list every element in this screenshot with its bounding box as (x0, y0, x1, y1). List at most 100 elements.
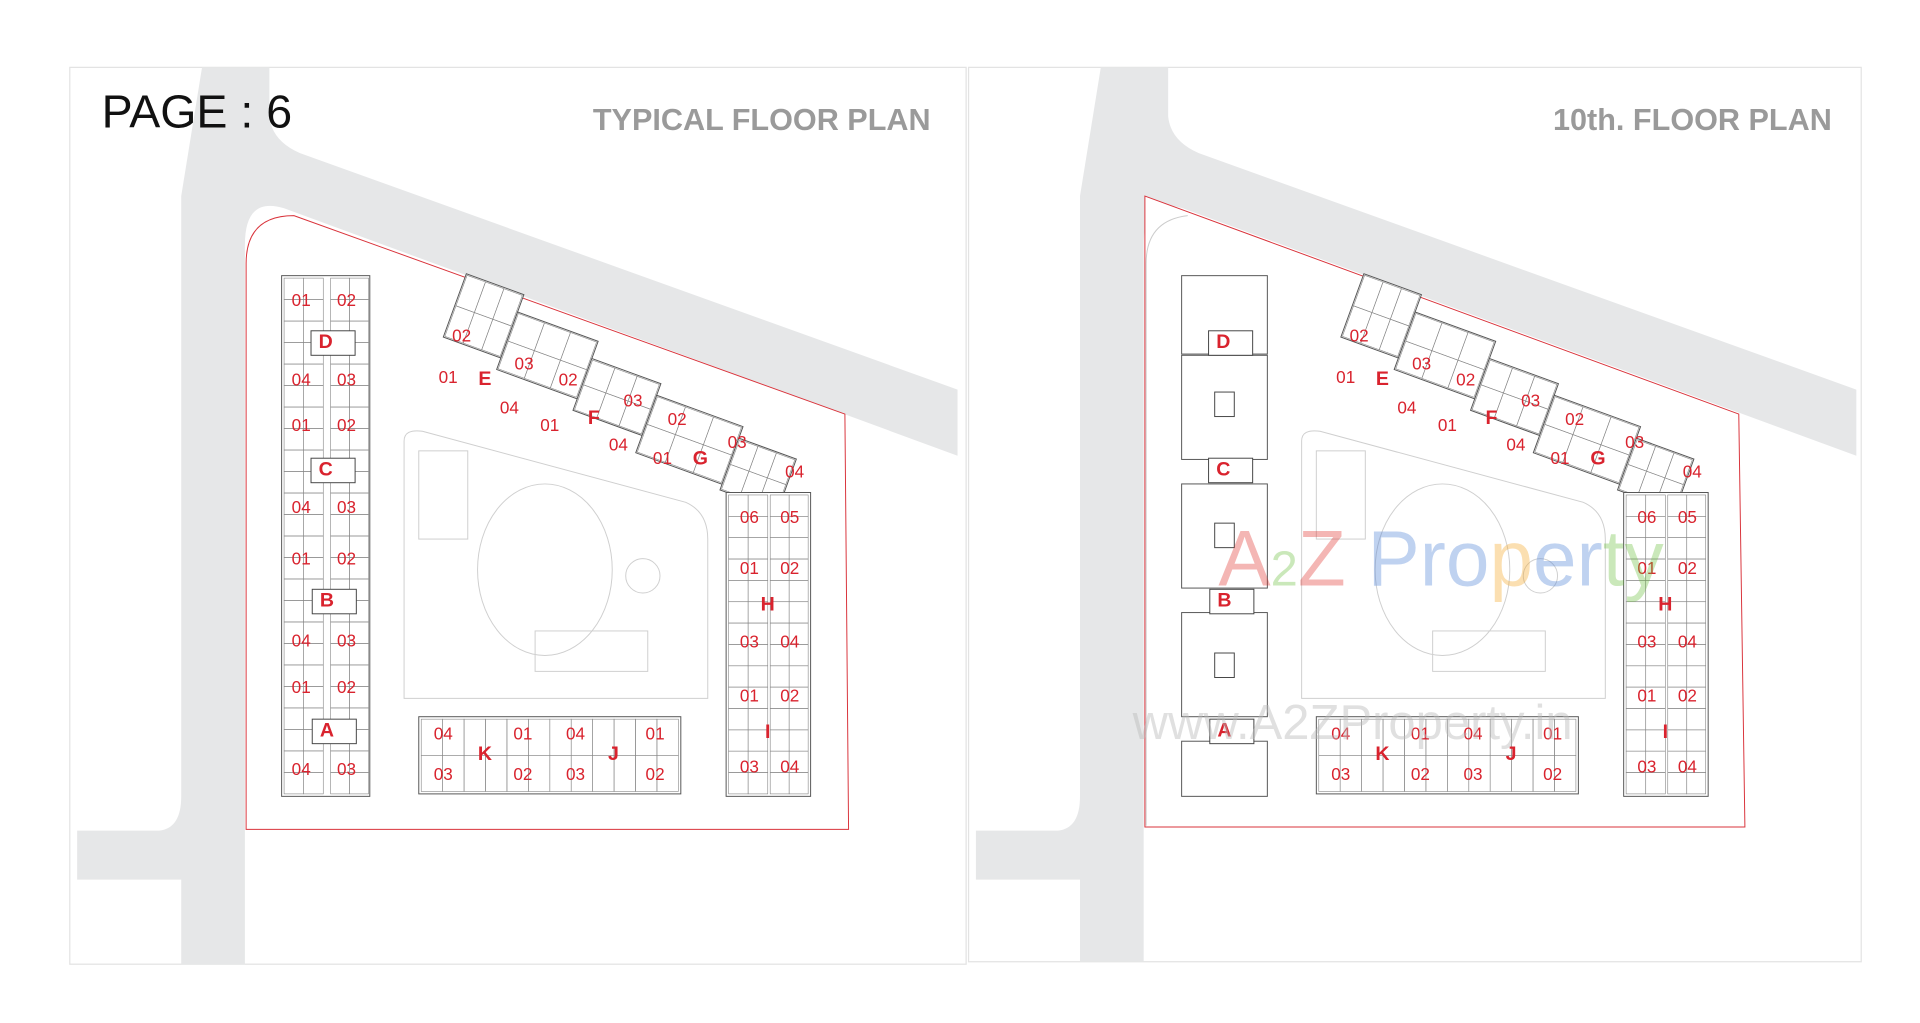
block-label: G (693, 448, 708, 470)
room (656, 754, 679, 792)
block-label: B (1217, 590, 1231, 612)
unit-label: 02 (1678, 686, 1697, 706)
unit-label: 04 (1464, 724, 1484, 744)
block-label: H (1658, 593, 1672, 615)
swimming-pool (1315, 450, 1366, 540)
unit-label: 01 (1411, 724, 1430, 744)
block-label: J (608, 743, 619, 765)
block-label: K (1375, 743, 1389, 765)
unit-label: 02 (1565, 409, 1584, 429)
unit-label: 03 (337, 370, 356, 390)
block-label: H (761, 593, 775, 615)
clubhouse (1432, 630, 1546, 672)
room (349, 772, 369, 795)
lift-core (1214, 652, 1235, 678)
block-label: E (478, 368, 491, 390)
unit-label: 01 (1637, 558, 1656, 578)
unit-label: 01 (1336, 367, 1355, 387)
unit-label: 02 (1350, 325, 1369, 345)
unit-label: 02 (337, 548, 356, 568)
unit-label: 04 (500, 398, 520, 418)
unit-label: 04 (292, 759, 312, 779)
room (747, 772, 769, 795)
unit-label: 02 (1543, 764, 1562, 784)
unit-label: 01 (740, 686, 759, 706)
stair-core (311, 588, 357, 615)
swimming-pool (418, 450, 469, 540)
unit-label: 04 (785, 461, 805, 481)
unit-label: 01 (292, 548, 311, 568)
block-label: G (1590, 448, 1605, 470)
unit-label: 03 (1331, 764, 1350, 784)
block-label: E (1376, 368, 1389, 390)
room (549, 359, 587, 398)
room (1590, 444, 1630, 484)
room (1645, 772, 1666, 795)
unit-label: 02 (646, 764, 665, 784)
stair-core (310, 330, 356, 356)
unit-label: 02 (452, 325, 471, 345)
stair-core (1208, 330, 1254, 356)
block-label: C (319, 459, 333, 481)
unit-label: 02 (337, 677, 356, 697)
unit-label: 04 (566, 724, 586, 744)
unit-label: 03 (434, 764, 453, 784)
unit-label: 04 (1678, 757, 1698, 777)
unit-label: 01 (292, 415, 311, 435)
unit-label: 01 (513, 724, 532, 744)
unit-label: 03 (1412, 354, 1431, 374)
block-label: I (765, 721, 770, 743)
room (1554, 754, 1577, 792)
unit-label: 04 (1506, 434, 1526, 454)
watermark-url: www.A2ZProperty.in (1132, 696, 1573, 750)
clubhouse (534, 630, 649, 672)
unit-label: 01 (1550, 448, 1569, 468)
block-label: F (588, 407, 600, 429)
stair-core (310, 457, 356, 484)
unit-label: 02 (780, 558, 799, 578)
unit-label: 03 (1464, 764, 1483, 784)
unit-label: 04 (1683, 461, 1703, 481)
block-label: A (320, 720, 334, 742)
road (975, 67, 1857, 962)
tower-outline (1181, 740, 1268, 797)
unit-label: 02 (1411, 764, 1430, 784)
unit-label: 05 (1678, 507, 1697, 527)
unit-label: 03 (1521, 390, 1540, 410)
amenity-area (403, 430, 709, 699)
unit-label: 04 (434, 724, 454, 744)
unit-label: 02 (513, 764, 532, 784)
unit-label: 03 (1637, 632, 1656, 652)
amenity-area (1301, 430, 1606, 699)
unit-label: 01 (740, 558, 759, 578)
block-label: J (1506, 743, 1517, 765)
plan-title: TYPICAL FLOOR PLAN (593, 103, 931, 137)
room (1447, 359, 1485, 398)
block-label: A (1217, 720, 1231, 742)
unit-label: 04 (1397, 398, 1417, 418)
site-boundary (1144, 195, 1746, 828)
unit-label: 03 (337, 497, 356, 517)
unit-label: 01 (646, 724, 665, 744)
unit-label: 04 (780, 632, 800, 652)
unit-label: 02 (1678, 558, 1697, 578)
unit-label: 02 (668, 409, 687, 429)
block-label: D (1216, 331, 1230, 353)
block-label: D (319, 331, 333, 353)
room (1686, 772, 1707, 795)
unit-label: 02 (559, 370, 578, 390)
unit-label: 01 (292, 290, 311, 310)
unit-label: 03 (740, 632, 759, 652)
block-label: F (1485, 407, 1497, 429)
unit-label: 03 (740, 757, 759, 777)
unit-label: 01 (1543, 724, 1562, 744)
landscape-outline (1301, 430, 1606, 699)
